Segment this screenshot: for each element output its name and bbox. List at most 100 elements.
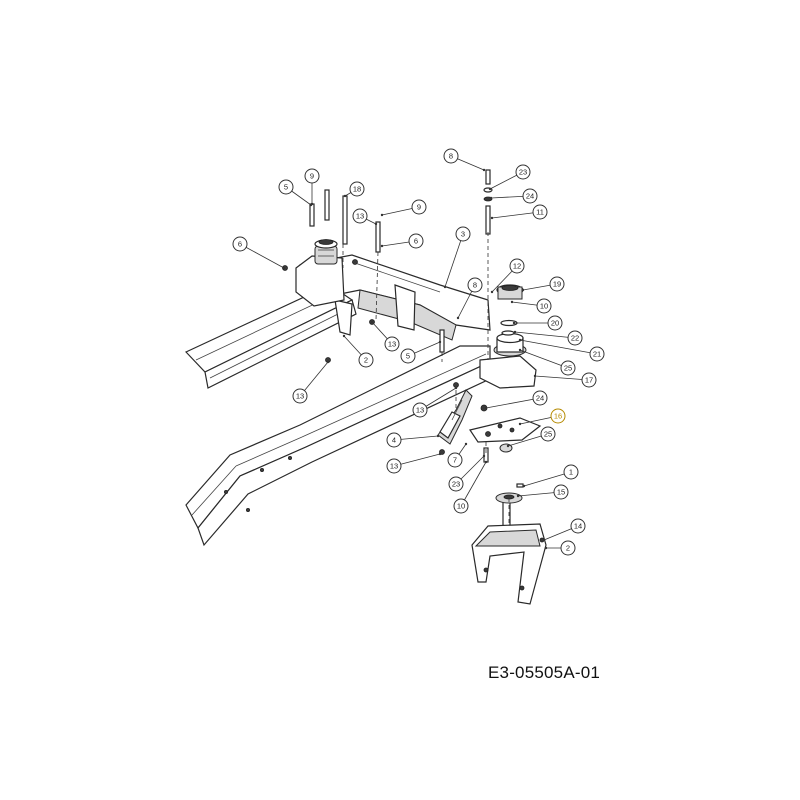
callout-arrow-tip: [454, 386, 458, 390]
callout-16: 16: [518, 408, 566, 426]
callout-20: 20: [512, 315, 563, 331]
callout-circle: [455, 226, 471, 242]
callout-leader: [534, 375, 590, 381]
callout-8: 8: [456, 277, 483, 320]
callout-23: 23: [448, 454, 486, 492]
left-frame-rail: [184, 284, 357, 389]
callout-number: 13: [296, 392, 304, 401]
callout-13: 13: [352, 208, 378, 226]
callout-circle: [509, 258, 525, 274]
callout-arrow-tip: [518, 338, 522, 342]
callout-arrow-tip: [488, 187, 492, 191]
callout-number: 22: [571, 334, 579, 343]
callout-circle: [352, 208, 368, 224]
callout-number: 9: [310, 172, 314, 181]
callout-arrow-tip: [380, 244, 384, 248]
callout-1: 1: [522, 464, 579, 488]
callout-circle: [400, 348, 416, 364]
callout-14: 14: [542, 518, 586, 542]
callout-circle: [358, 352, 374, 368]
callout-arrow-tip: [521, 288, 525, 292]
callout-number: 8: [473, 281, 477, 290]
callout-circle: [560, 540, 576, 556]
callout-number: 3: [461, 230, 465, 239]
callout-number: 13: [416, 406, 424, 415]
callout-arrow-tip: [489, 196, 493, 200]
callout-2: 2: [342, 334, 374, 368]
callout-21: 21: [518, 338, 605, 362]
assembly-axes: [342, 232, 510, 526]
callout-arrow-tip: [513, 330, 517, 334]
callout-arrow-tip: [518, 348, 522, 352]
callout-arrow-tip: [438, 340, 442, 344]
callout-circle: [581, 372, 597, 388]
callout-number: 25: [564, 364, 572, 373]
drawing-code-label: E3-05505A-01: [488, 663, 601, 682]
callout-11: 11: [490, 204, 548, 220]
callout-arrow-tip: [522, 484, 526, 488]
callout-circle: [408, 233, 424, 249]
front-axle-beam: [299, 254, 491, 341]
right-spindle-assembly: [479, 284, 537, 389]
callout-leader: [485, 397, 541, 409]
callout-number: 23: [519, 168, 527, 177]
callout-5: 5: [400, 340, 442, 364]
callout-9: 9: [304, 168, 320, 206]
callout-arrow-tip: [326, 360, 330, 364]
callout-leader: [514, 331, 576, 339]
callout-arrow-tip: [506, 444, 510, 448]
callout-circle: [550, 408, 566, 424]
callout-arrow-tip: [484, 460, 488, 464]
callout-arrow-tip: [544, 546, 548, 550]
lower-support-bracket: [471, 523, 547, 605]
callout-arrow-tip: [490, 290, 494, 294]
callout-number: 17: [585, 376, 593, 385]
callout-23: 23: [488, 164, 531, 191]
callout-leader: [393, 453, 441, 467]
callout-arrow-tip: [443, 285, 447, 289]
callout-7: 7: [447, 442, 468, 468]
callout-arrow-tip: [342, 334, 346, 338]
callout-arrow-tip: [490, 216, 494, 220]
callout-25: 25: [518, 348, 576, 376]
callout-leader: [460, 461, 487, 507]
callout-leader: [491, 211, 541, 219]
callout-25: 25: [506, 426, 556, 448]
callout-arrow-tip: [343, 194, 347, 198]
callout-arrow-tip: [510, 300, 514, 304]
callout-18: 18: [343, 181, 365, 198]
callout-number: 21: [593, 350, 601, 359]
callout-circle: [549, 276, 565, 292]
callout-circle: [447, 452, 463, 468]
callout-number: 2: [566, 544, 570, 553]
callout-leader: [523, 471, 572, 487]
callout-circle: [532, 204, 548, 220]
callout-24: 24: [489, 188, 538, 204]
callout-circle: [536, 298, 552, 314]
callout-arrow-tip: [533, 374, 537, 378]
callout-number: 14: [574, 522, 582, 531]
callout-leader: [239, 243, 285, 269]
callout-arrow-tip: [518, 422, 522, 426]
callout-circle: [304, 168, 320, 184]
callout-number: 5: [406, 352, 410, 361]
callout-leader: [519, 339, 598, 355]
callout-arrow-tip: [464, 442, 468, 446]
callout-circle: [553, 484, 569, 500]
callout-circle: [412, 402, 428, 418]
callout-number: 8: [449, 152, 453, 161]
callout-22: 22: [513, 330, 583, 346]
callout-circle: [532, 390, 548, 406]
callout-2: 2: [544, 540, 576, 556]
callout-12: 12: [490, 258, 525, 294]
callout-number: 10: [540, 302, 548, 311]
left-spindle-assembly: [295, 239, 345, 307]
callout-24: 24: [484, 390, 548, 410]
callout-8: 8: [443, 148, 486, 172]
callout-circle: [384, 336, 400, 352]
callout-leader: [519, 349, 569, 369]
callout-arrow-tip: [482, 454, 486, 458]
callout-number: 11: [536, 208, 544, 217]
